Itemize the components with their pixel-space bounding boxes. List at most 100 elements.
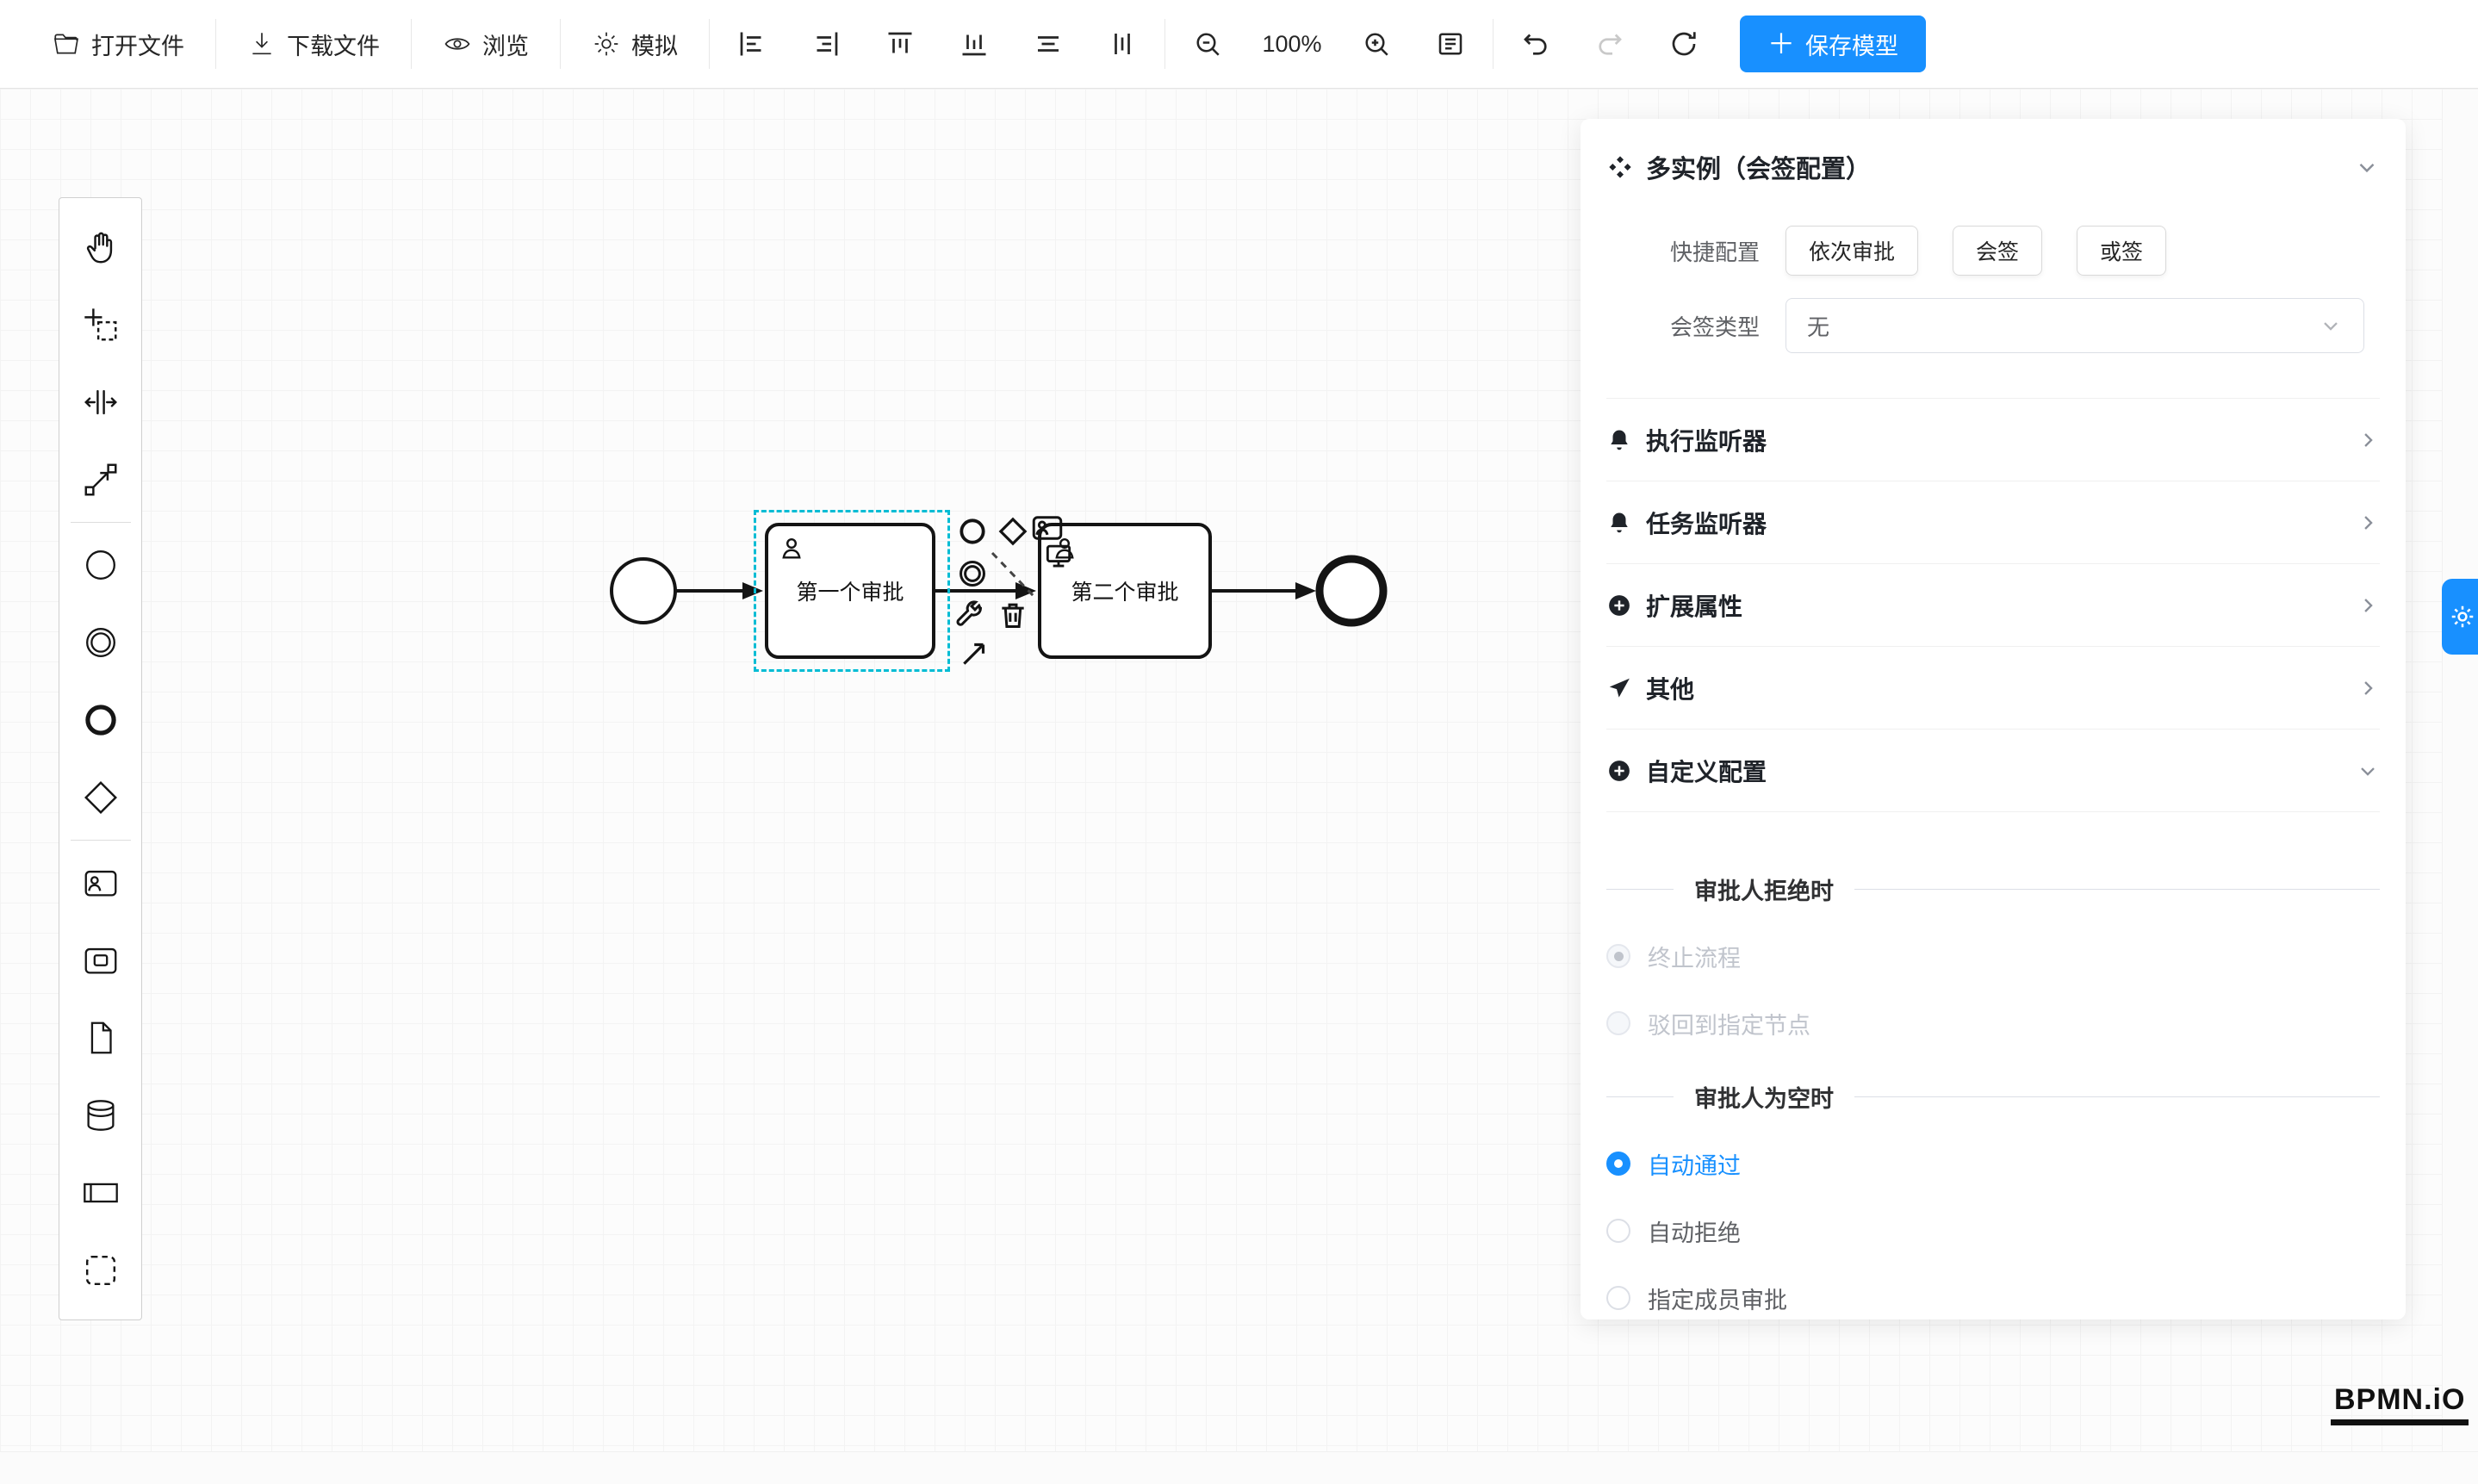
create-data-store[interactable]: [64, 1077, 138, 1154]
chevron-down-icon: [2361, 767, 2375, 776]
align-right-icon: [817, 32, 838, 56]
redo-button[interactable]: [1573, 0, 1647, 89]
download-icon: [247, 29, 276, 59]
top-toolbar: 打开文件 下载文件 浏览 模拟: [0, 0, 2478, 89]
sign-type-row: 会签类型 无: [1606, 298, 2380, 353]
zoom-in-button[interactable]: [1339, 0, 1413, 89]
section-custom-config[interactable]: 自定义配置: [1606, 729, 2380, 811]
user-icon: [1055, 538, 1074, 559]
radio-label: 自动通过: [1648, 1152, 1741, 1179]
panel-header[interactable]: 多实例（会签配置）: [1606, 131, 2380, 203]
send-icon: [1609, 678, 1630, 698]
fit-viewport-button[interactable]: [1413, 0, 1487, 89]
create-data-object[interactable]: [64, 999, 138, 1077]
section-extended-properties[interactable]: 扩展属性: [1606, 563, 2380, 646]
radio-label: 自动拒绝: [1648, 1220, 1741, 1246]
chevron-right-icon: [2364, 598, 2373, 612]
chevron-right-icon: [2364, 515, 2373, 530]
align-center-vertical-button[interactable]: [1085, 0, 1159, 89]
sign-type-select[interactable]: 无: [1786, 298, 2364, 353]
section-label: 执行监听器: [1646, 427, 1767, 455]
create-end-event[interactable]: [64, 681, 138, 759]
save-model-button[interactable]: ＋ 保存模型: [1740, 16, 1927, 72]
task-label: 第二个审批: [1071, 581, 1179, 605]
separator: [1164, 19, 1165, 69]
open-file-button[interactable]: 打开文件: [26, 0, 210, 89]
download-file-button[interactable]: 下载文件: [221, 0, 406, 89]
horizontal-scrollbar[interactable]: [0, 1451, 2478, 1484]
create-intermediate-event[interactable]: [64, 604, 138, 681]
user-task-1[interactable]: 第一个审批: [765, 523, 935, 659]
data-object-icon: [90, 1021, 112, 1054]
plus-circle-icon: [1609, 760, 1630, 781]
user-task-icon: [84, 870, 116, 897]
folder-open-icon: [52, 29, 81, 59]
align-center-horizontal-button[interactable]: [1011, 0, 1085, 89]
append-end-event-icon[interactable]: [953, 512, 991, 550]
create-group[interactable]: [64, 1232, 138, 1309]
connect-icon[interactable]: [956, 634, 994, 672]
open-file-label: 打开文件: [91, 33, 184, 59]
append-intermediate-event-icon[interactable]: [953, 555, 991, 593]
quick-option-countersign[interactable]: 会签: [1953, 226, 2043, 276]
zoom-out-button[interactable]: [1171, 0, 1245, 89]
radio-icon: [1606, 944, 1630, 968]
align-top-button[interactable]: [863, 0, 937, 89]
refresh-button[interactable]: [1647, 0, 1721, 89]
append-user-task-icon[interactable]: [1028, 509, 1066, 547]
create-sub-process[interactable]: [64, 922, 138, 999]
task-label: 第一个审批: [796, 581, 904, 605]
global-connect-tool[interactable]: [64, 441, 138, 518]
data-store-icon: [86, 1100, 115, 1131]
create-user-task[interactable]: [64, 844, 138, 922]
separator: [411, 19, 412, 69]
settings-tab[interactable]: [2442, 579, 2478, 655]
zoom-level: 100%: [1262, 30, 1322, 57]
quick-option-sequential[interactable]: 依次审批: [1786, 226, 1919, 276]
sign-type-value: 无: [1807, 314, 1830, 340]
create-gateway[interactable]: [64, 759, 138, 836]
custom-config-body: 审批人拒绝时 终止流程 驳回到指定节点 审批人为空时 自动通过 自动拒绝: [1606, 811, 2380, 1319]
align-left-button[interactable]: [715, 0, 789, 89]
section-label: 自定义配置: [1646, 758, 1767, 785]
align-right-button[interactable]: [789, 0, 863, 89]
hand-tool[interactable]: [64, 208, 138, 286]
section-label: 扩展属性: [1646, 593, 1743, 620]
radio-icon: [1606, 1011, 1630, 1035]
simulate-button[interactable]: 模拟: [566, 0, 704, 89]
fit-viewport-icon: [1438, 33, 1463, 55]
quick-option-orsign[interactable]: 或签: [2077, 226, 2167, 276]
wrench-icon[interactable]: [950, 596, 988, 634]
append-gateway-icon[interactable]: [994, 512, 1032, 550]
radio-return-to-node[interactable]: 驳回到指定节点: [1606, 996, 2380, 1051]
vertical-scrollbar[interactable]: [2442, 90, 2478, 1451]
radio-terminate-process[interactable]: 终止流程: [1606, 928, 2380, 984]
preview-button[interactable]: 浏览: [417, 0, 555, 89]
end-event-shape[interactable]: [1315, 555, 1388, 627]
empty-divider: 审批人为空时: [1606, 1080, 2380, 1114]
intermediate-event-icon: [85, 628, 115, 657]
section-task-listener[interactable]: 任务监听器: [1606, 481, 2380, 563]
create-start-event[interactable]: [64, 526, 138, 604]
radio-auto-reject[interactable]: 自动拒绝: [1606, 1203, 2380, 1258]
radio-auto-pass[interactable]: 自动通过: [1606, 1136, 2380, 1191]
lasso-tool[interactable]: [64, 286, 138, 363]
palette-separator: [70, 840, 131, 841]
start-event-shape[interactable]: [610, 557, 677, 624]
radio-assign-member[interactable]: 指定成员审批: [1606, 1270, 2380, 1319]
space-tool[interactable]: [64, 363, 138, 441]
download-file-label: 下载文件: [287, 33, 380, 59]
space-tool-icon: [84, 389, 117, 415]
zoom-in-icon: [1365, 33, 1388, 56]
undo-button[interactable]: [1499, 0, 1573, 89]
align-bottom-button[interactable]: [937, 0, 1011, 89]
append-annotation-icon[interactable]: [1040, 537, 1078, 575]
section-execution-listener[interactable]: 执行监听器: [1606, 398, 2380, 481]
separator: [709, 19, 710, 69]
gear-icon: [592, 29, 621, 59]
bell-icon: [1611, 430, 1628, 450]
create-participant[interactable]: [64, 1154, 138, 1232]
trash-icon[interactable]: [994, 596, 1032, 634]
section-label: 其他: [1646, 675, 1695, 703]
section-other[interactable]: 其他: [1606, 646, 2380, 729]
